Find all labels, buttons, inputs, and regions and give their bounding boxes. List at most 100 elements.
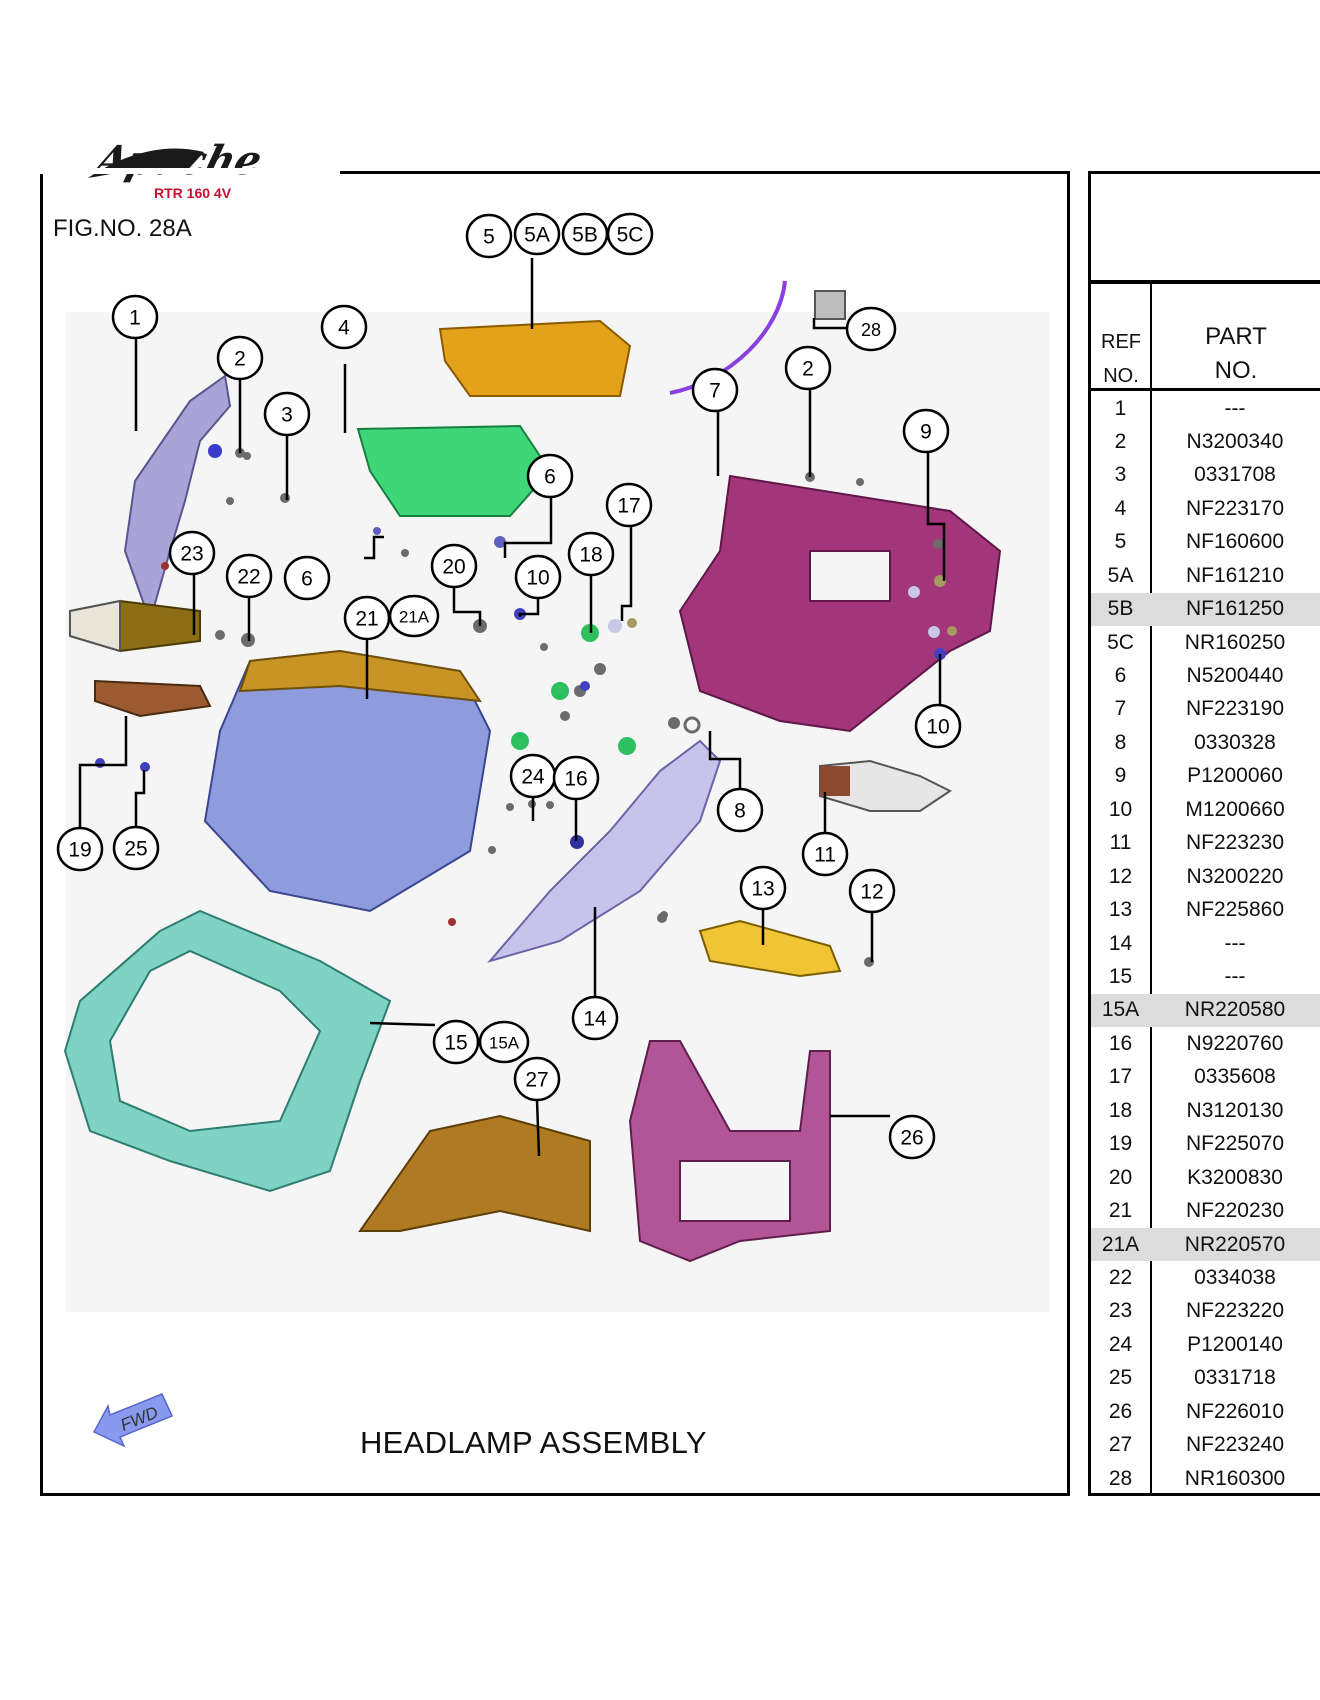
ref-no-cell: 19	[1108, 1132, 1133, 1156]
part-19-winker-bracket	[94, 679, 212, 718]
part-15-visor	[63, 909, 392, 1193]
callout-bubble	[111, 294, 159, 340]
table-row: 15---	[1091, 960, 1320, 993]
table-row: 2 N3200340	[1091, 425, 1320, 458]
part-no-cell: 0334038	[1194, 1265, 1276, 1289]
part-no-cell: NF223170	[1185, 496, 1285, 520]
part-no-cell: P1200140	[1187, 1332, 1283, 1356]
callout-bubble	[552, 755, 600, 801]
parts-table	[1088, 171, 1320, 1496]
callout-label: 13	[751, 878, 774, 901]
callout-label: 25	[124, 838, 147, 861]
part-no-cell: NF161210	[1185, 563, 1285, 587]
part-no-cell: NR160250	[1184, 630, 1286, 654]
part-no-cell: P1200060	[1187, 764, 1283, 788]
callout-bubble	[526, 453, 574, 499]
table-row: 19 NF225070	[1091, 1128, 1320, 1161]
ref-no-cell: 18	[1108, 1098, 1133, 1122]
callout-bubble	[478, 1020, 530, 1064]
ref-no-cell: 15	[1108, 964, 1133, 988]
logo-brand-text: Apache	[87, 137, 267, 184]
callout-label: 22	[237, 566, 260, 589]
part-no-cell: N3200220	[1186, 864, 1284, 888]
callout-label: 23	[180, 543, 203, 566]
callout-label: 10	[526, 567, 549, 590]
table-row: 5 NF160600	[1091, 526, 1320, 559]
ref-no-cell: 14	[1108, 931, 1133, 955]
ref-no-cell: 5A	[1107, 563, 1134, 587]
callout-bubble	[784, 345, 832, 391]
leader-lines	[78, 258, 946, 1157]
part-no-cell: NF223240	[1185, 1433, 1285, 1457]
callout-labels: 5 5A 5B 5C 28 1 2 4 3 2 7 9 6 17 23 22 6…	[68, 224, 949, 1150]
callout-label: 2	[802, 358, 814, 381]
table-row: 14---	[1091, 927, 1320, 960]
ref-no-cell: 13	[1108, 898, 1133, 922]
part-14-side-panel	[487, 739, 722, 963]
figure-title: HEADLAMP ASSEMBLY	[360, 1425, 707, 1460]
table-row: 25 0331718	[1091, 1362, 1320, 1395]
ref-no-cell: 20	[1108, 1165, 1133, 1189]
figure-number: FIG.NO. 28A	[53, 215, 192, 242]
ref-no-cell: 21A	[1101, 1232, 1140, 1256]
part-7-headlamp-bracket	[678, 474, 1002, 733]
exploded-view-drawing: 5 5A 5B 5C 28 1 2 4 3 2 7 9 6 17 23 22 6…	[56, 212, 1002, 1263]
callout-label: 12	[860, 881, 883, 904]
part-no-cell: NF160600	[1185, 530, 1285, 554]
ref-no-cell: 26	[1108, 1399, 1133, 1423]
ref-no-cell: 16	[1108, 1031, 1133, 1055]
ref-no-cell: 2	[1114, 429, 1127, 453]
part-no-cell: NF161250	[1185, 597, 1285, 621]
callout-bubble	[801, 831, 849, 877]
ref-no-cell: 27	[1108, 1433, 1133, 1457]
callout-label: 5	[483, 226, 495, 249]
callout-bubble	[914, 703, 962, 749]
callout-bubble	[888, 1114, 936, 1160]
part-no-cell: NF225860	[1185, 898, 1285, 922]
callout-bubble	[691, 367, 739, 413]
part-4-meter-cover	[356, 424, 552, 517]
part-no-cell: NF223230	[1185, 831, 1285, 855]
ref-no-cell: 5	[1114, 530, 1127, 554]
table-row: 11 NF223230	[1091, 827, 1320, 860]
callout-bubble	[465, 213, 513, 259]
callout-label: 3	[281, 404, 293, 427]
fasteners	[95, 444, 957, 967]
part-27-lower-cover	[358, 1114, 591, 1233]
ref-no-cell: 11	[1109, 831, 1132, 855]
callout-label: 8	[734, 800, 746, 823]
callout-label: 10	[926, 716, 949, 739]
ref-no-cell: 9	[1114, 764, 1127, 788]
callout-bubble	[513, 212, 561, 256]
callout-bubble	[739, 865, 787, 911]
ref-no-cell: 3	[1114, 463, 1127, 487]
ref-no-cell: 5C	[1107, 630, 1134, 654]
fwd-label: FWD	[118, 1403, 161, 1435]
callout-label: 16	[564, 768, 587, 791]
part-no-cell: NF225070	[1185, 1132, 1285, 1156]
part-no-cell: 0331718	[1194, 1366, 1276, 1390]
part-no-cell: N3200340	[1186, 429, 1284, 453]
callout-bubble	[112, 825, 160, 871]
ref-no-cell: 28	[1108, 1466, 1133, 1490]
part-11-right-winker	[819, 759, 952, 812]
callout-label: 1	[129, 307, 141, 330]
header-part-no: PART NO.	[1205, 323, 1267, 384]
table-row: 5A NF161210	[1091, 559, 1320, 592]
part-28-wire-harness	[669, 280, 846, 395]
ref-no-cell: 25	[1108, 1366, 1133, 1390]
callout-label: 27	[525, 1069, 548, 1092]
part-no-cell: K3200830	[1187, 1165, 1283, 1189]
table-row: 5C NR160250	[1091, 626, 1320, 659]
part-no-cell: NF223220	[1185, 1299, 1285, 1323]
part-13-reflector-bracket	[698, 919, 842, 978]
table-row: 20 K3200830	[1091, 1161, 1320, 1194]
